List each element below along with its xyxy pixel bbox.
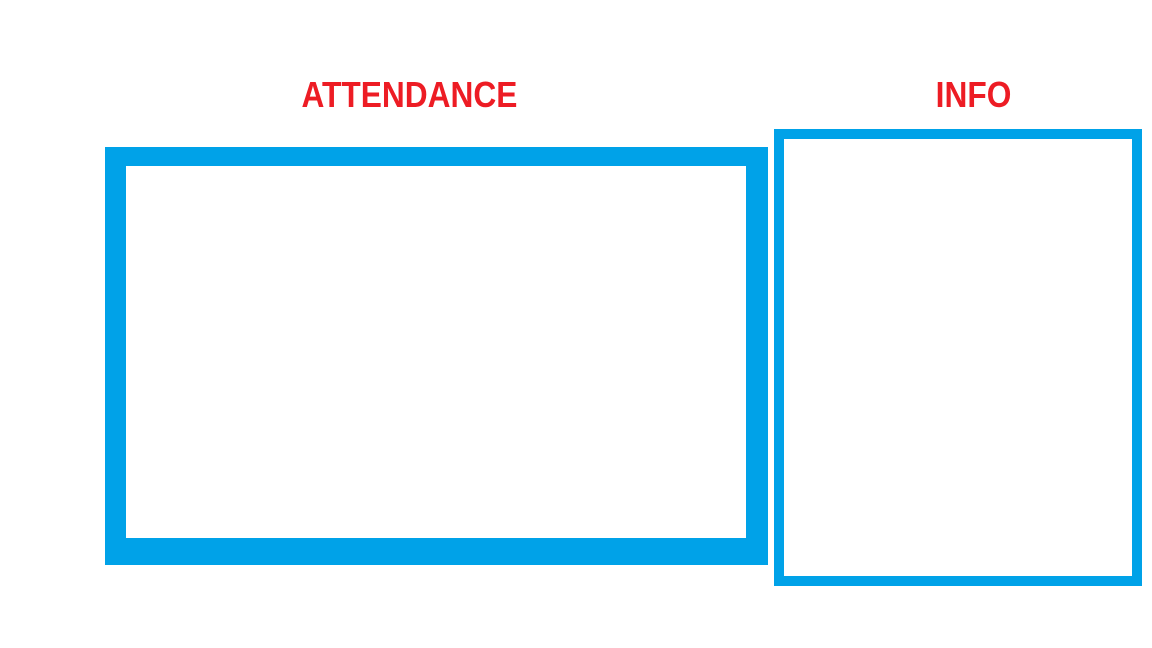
info-panel xyxy=(774,129,1142,586)
attendance-panel xyxy=(105,147,768,565)
info-title: INFO xyxy=(935,74,1012,115)
attendance-title: ATTENDANCE xyxy=(301,74,518,115)
